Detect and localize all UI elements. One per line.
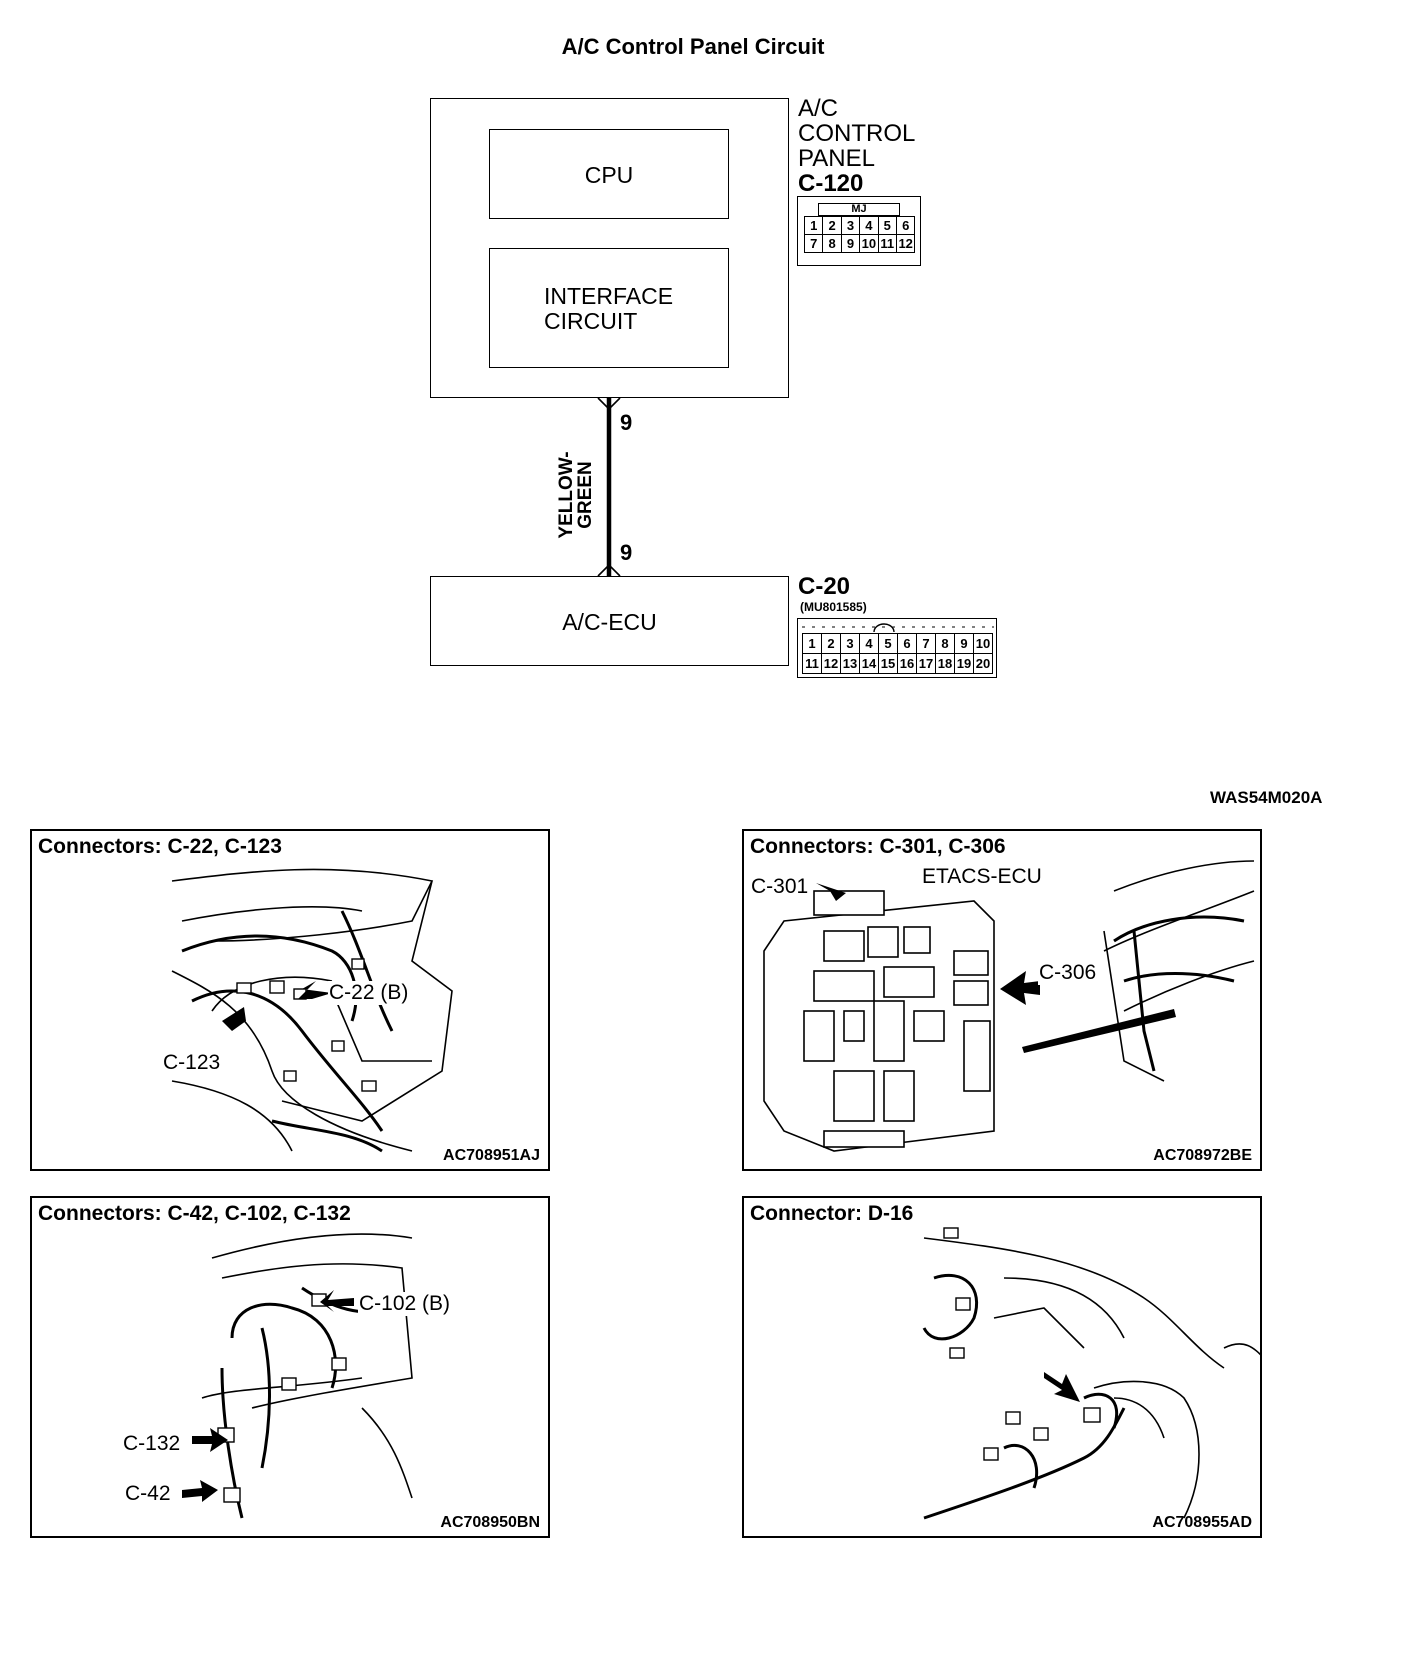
connector-c20-pin: 2 — [821, 633, 841, 654]
etacs-ecu-illustration — [763, 860, 1255, 1152]
instrument-panel-harness-illustration — [182, 1233, 413, 1519]
panel-code: AC708972BE — [1153, 1147, 1252, 1164]
figure-code: WAS54M020A — [1210, 788, 1323, 807]
panel-connector-d16: Connector: D-16 AC708955AD — [742, 1196, 1262, 1538]
callout-c132: C-132 — [122, 1432, 182, 1456]
connector-c20-pin: 14 — [859, 653, 879, 674]
connector-c120-pin: 6 — [896, 216, 916, 235]
connector-c20-pin: 15 — [878, 653, 898, 674]
callout-c102-b: C-102 (B) — [358, 1292, 452, 1316]
diagram-title: A/C Control Panel Circuit — [561, 34, 825, 59]
callout-c22-b: C-22 (B) — [328, 981, 410, 1005]
connector-c20-pin: 17 — [916, 653, 936, 674]
connector-c20-pin: 13 — [840, 653, 860, 674]
connector-c20-pin: 18 — [935, 653, 955, 674]
panel-title: Connector: D-16 — [750, 1202, 914, 1225]
callout-c123: C-123 — [162, 1051, 222, 1075]
connector-id-c120: C-120 — [798, 170, 864, 197]
connector-c20-pin: 16 — [897, 653, 917, 674]
connector-c120-tag: MJ — [818, 203, 900, 216]
connector-c20-pin: 11 — [802, 653, 822, 674]
connector-c20-pin: 6 — [897, 633, 917, 654]
connector-c120-pin: 1 — [804, 216, 824, 235]
connector-c120-pin: 10 — [859, 234, 879, 253]
callout-c306: C-306 — [1038, 961, 1098, 985]
panel-code: AC708950BN — [440, 1514, 540, 1531]
connector-c20-pin: 19 — [954, 653, 974, 674]
callout-c42: C-42 — [124, 1482, 172, 1506]
connector-c120-pin: 4 — [859, 216, 879, 235]
connector-c120-pin: 5 — [877, 216, 897, 235]
panel-connectors-c301-c306: Connectors: C-301, C-306 ETACS-ECU — [742, 829, 1262, 1171]
connector-c20-pin: 4 — [859, 633, 879, 654]
rear-body-harness-illustration — [922, 1227, 1260, 1520]
pin-number-bottom: 9 — [620, 540, 633, 565]
pin-chevron-top-b — [597, 397, 621, 411]
connector-c20-part-number: (MU801585) — [800, 600, 867, 614]
connector-c120-pin: 9 — [840, 234, 861, 253]
panel-title: Connectors: C-301, C-306 — [750, 835, 1006, 858]
dashboard-harness-illustration — [171, 868, 453, 1153]
connector-c120-pin: 7 — [804, 234, 824, 253]
panel-code: AC708951AJ — [443, 1147, 540, 1164]
cpu-label: CPU — [584, 162, 634, 188]
connector-c20-pin: 10 — [973, 633, 993, 654]
connector-c120-pin: 8 — [822, 234, 842, 253]
connector-c20-pin: 9 — [954, 633, 974, 654]
panel-code: AC708955AD — [1152, 1514, 1252, 1531]
connector-c20-pin: 12 — [821, 653, 841, 674]
connector-id-c20: C-20 — [798, 573, 851, 600]
panel-subtitle-etacs-ecu: ETACS-ECU — [922, 865, 1042, 888]
panel-title: Connectors: C-22, C-123 — [38, 835, 282, 858]
connector-c20-pin: 8 — [935, 633, 955, 654]
ac-ecu-label: A/C-ECU — [562, 609, 657, 635]
connector-c20-pin: 1 — [802, 633, 822, 654]
connector-c20-latch — [802, 623, 994, 633]
connector-c20-pin: 5 — [878, 633, 898, 654]
connector-c120-pin: 12 — [896, 234, 916, 253]
interface-circuit-label: INTERFACE CIRCUIT — [544, 283, 674, 334]
wire-color-label: YELLOW- GREEN — [556, 451, 596, 539]
panel-title: Connectors: C-42, C-102, C-132 — [38, 1202, 351, 1225]
pin-number-top: 9 — [620, 410, 633, 435]
connector-c120-pin: 3 — [840, 216, 861, 235]
connector-c20-pin: 3 — [840, 633, 860, 654]
ac-ecu-box: A/C-ECU — [430, 576, 789, 666]
connector-c20-pin: 20 — [973, 653, 993, 674]
interface-circuit-box: INTERFACE CIRCUIT — [489, 248, 729, 368]
cpu-box: CPU — [489, 129, 729, 219]
pin-chevron-bottom — [597, 563, 621, 577]
connector-c120-pin: 2 — [822, 216, 842, 235]
ac-control-panel-label: A/C CONTROL PANEL C-120 — [798, 95, 916, 197]
connector-c20-pin: 7 — [916, 633, 936, 654]
panel-connectors-c22-c123: Connectors: C-22, C-123 C- — [30, 829, 550, 1171]
connector-c120-pin: 11 — [877, 234, 897, 253]
panel-connectors-c42-c102-c132: Connectors: C-42, C-102, C-132 C-102 (B)… — [30, 1196, 550, 1538]
callout-c301: C-301 — [750, 875, 810, 899]
